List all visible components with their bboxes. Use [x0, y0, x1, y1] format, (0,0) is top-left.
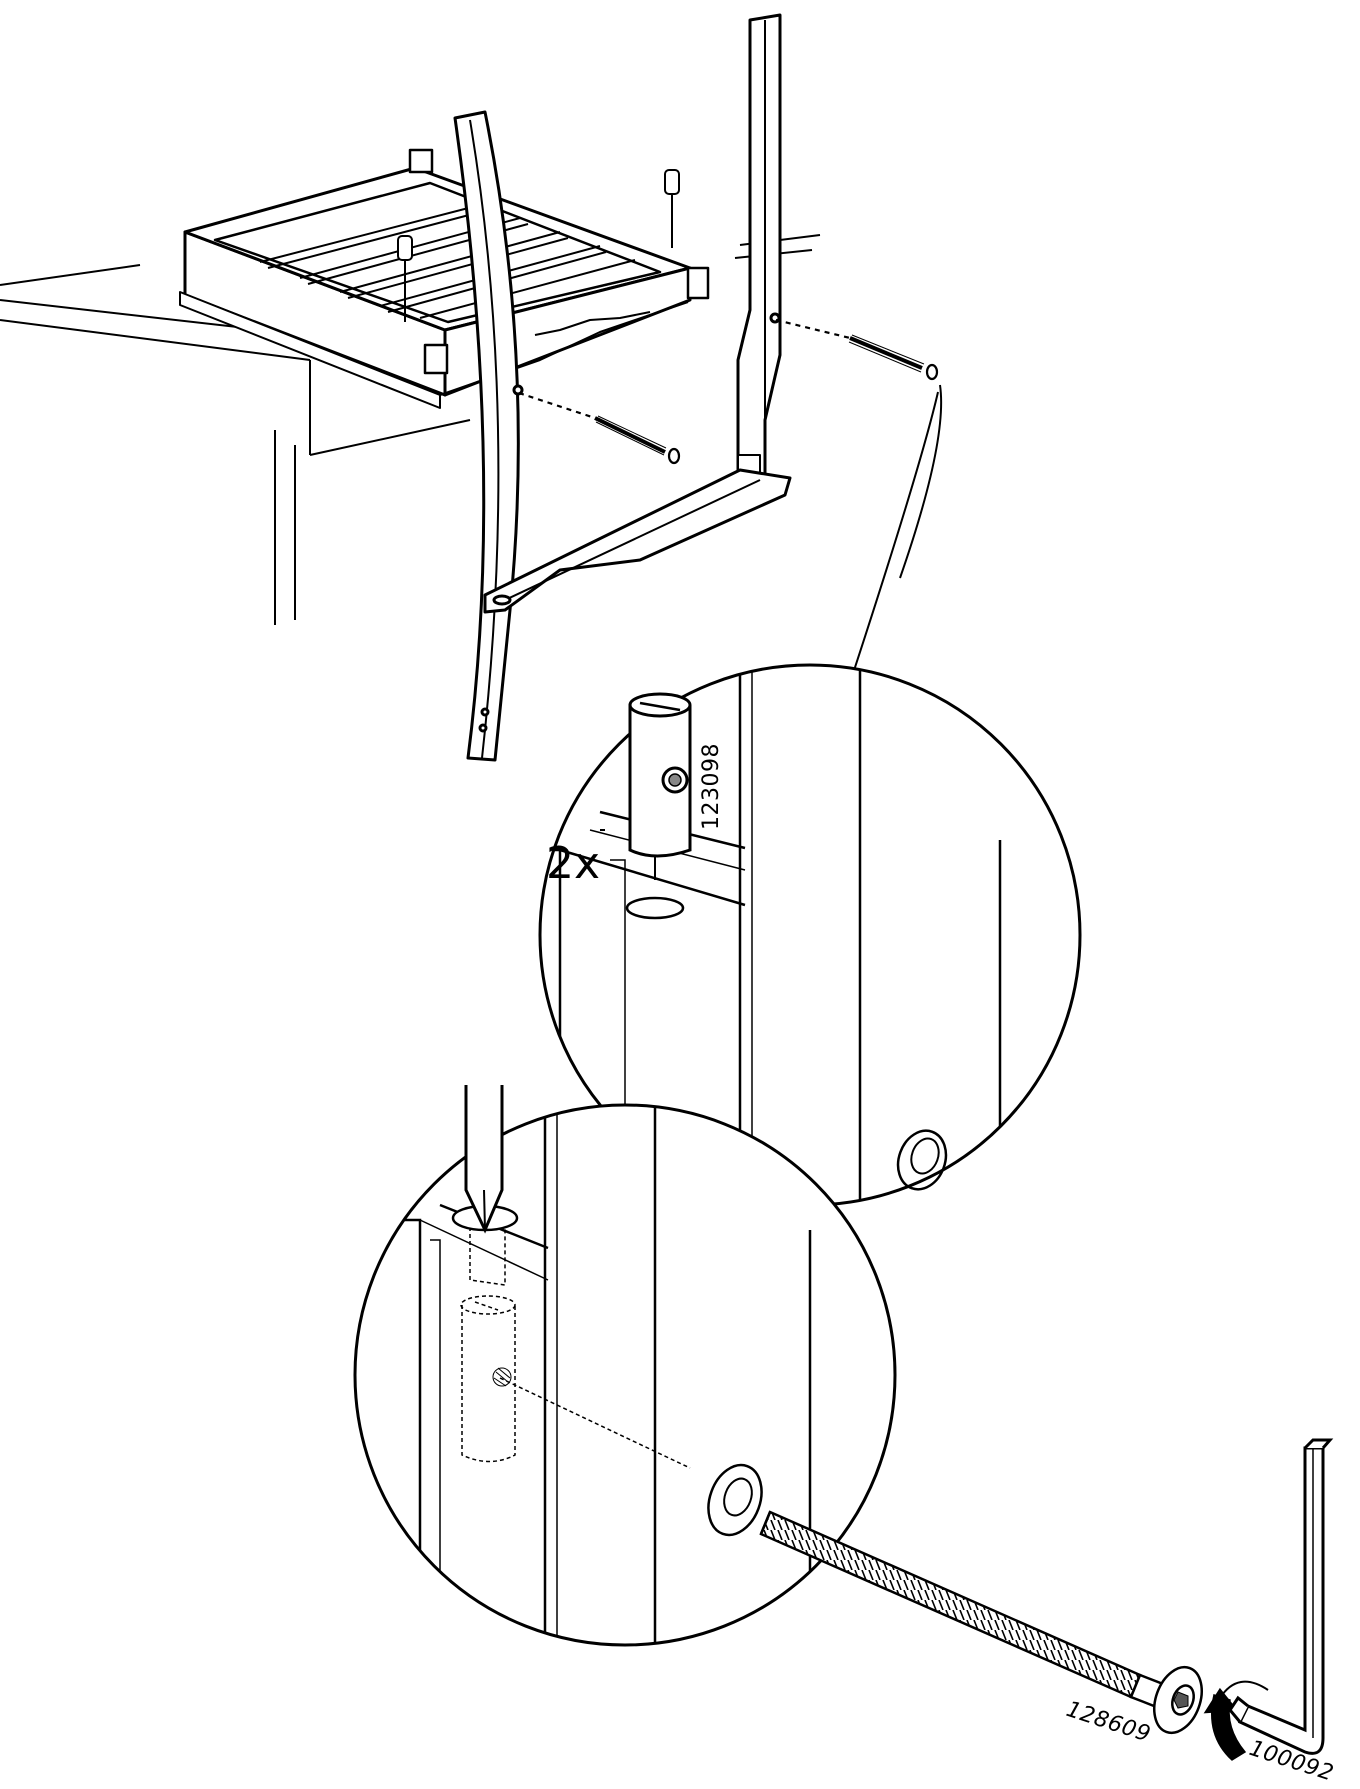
detail-view-tighten-bolt: [353, 1103, 897, 1647]
cross-dowel-part-number: 123098: [699, 743, 724, 830]
connector-bolt: [759, 1510, 1203, 1735]
zoom-connector: [834, 384, 943, 716]
quantity-label: 2x: [546, 838, 600, 889]
seat-frame: [179, 148, 710, 409]
chair-leg-right: [736, 13, 782, 487]
bolt-part-number: 128609: [1063, 1697, 1153, 1748]
leg-stretcher: [483, 468, 792, 614]
cross-dowel-part: [628, 692, 692, 880]
allen-key-icon: [1228, 1438, 1334, 1755]
screw-right: [775, 318, 939, 381]
cross-dowel-top-right: [664, 169, 680, 248]
screwdriver-icon: [464, 1085, 504, 1234]
cross-dowel-top-left: [397, 235, 413, 322]
screw-left: [518, 391, 681, 465]
rotate-arrow-icon: [1203, 1680, 1269, 1761]
